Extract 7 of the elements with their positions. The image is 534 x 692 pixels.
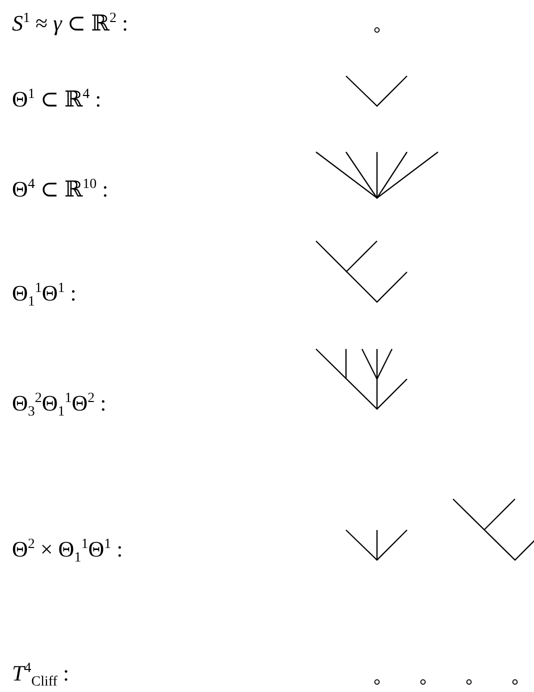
math-label: S$^{1}$ ≈ γ ⊂ ℝ$^{2}$ : bbox=[12, 12, 128, 34]
math-label: Θ$^{2}$ × Θ$_{1}$$^{1}$Θ$^{1}$ : bbox=[12, 538, 123, 566]
math-label: Θ$^{1}$ ⊂ ℝ$^{4}$ : bbox=[12, 88, 102, 110]
math-label: Θ$_{3}$$^{2}$Θ$_{1}$$^{1}$Θ$^{2}$ : bbox=[12, 392, 106, 420]
math-label: T$^{4}$$_{Cliff}$ : bbox=[12, 662, 70, 690]
math-label: Θ$_{1}$$^{1}$Θ$^{1}$ : bbox=[12, 282, 76, 310]
math-label: Θ$^{4}$ ⊂ ℝ$^{10}$ : bbox=[12, 178, 108, 200]
